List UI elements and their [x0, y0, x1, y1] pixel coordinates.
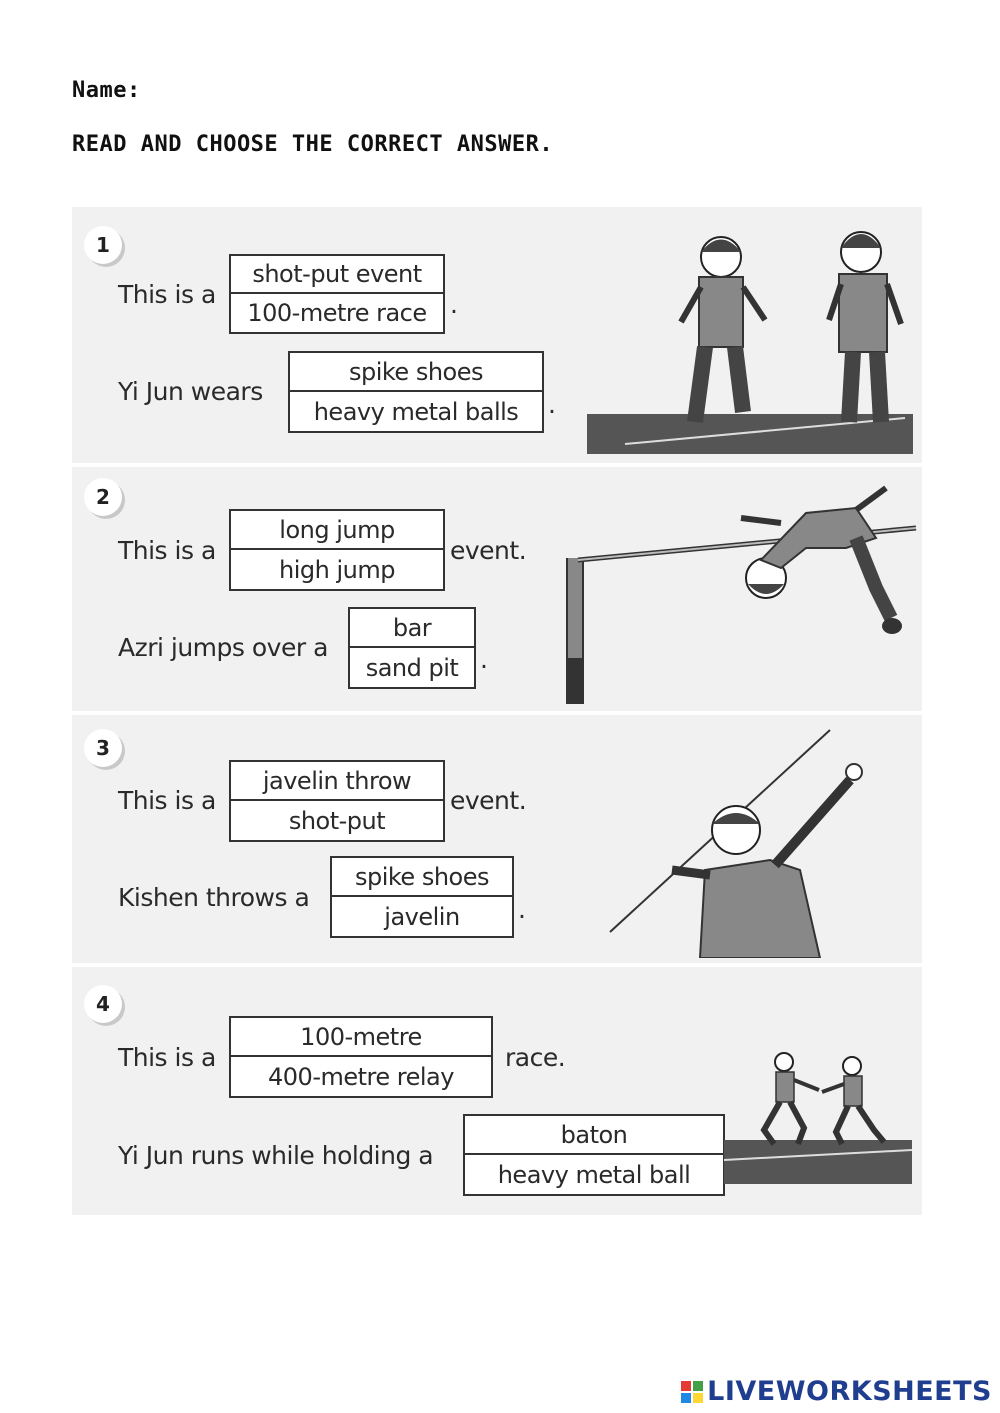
question-number: 2	[84, 478, 122, 516]
q1-sentence2-prefix: Yi Jun wears	[118, 377, 263, 406]
answer-option[interactable]: javelin throw	[231, 762, 443, 801]
q2-sentence1-suffix: event.	[450, 536, 527, 565]
question-number: 3	[84, 729, 122, 767]
answer-option[interactable]: baton	[465, 1116, 723, 1155]
q1-sentence1-suffix: .	[450, 290, 458, 319]
answer-option[interactable]: bar	[350, 609, 474, 648]
answer-option[interactable]: shot-put event	[231, 256, 443, 294]
section-divider	[72, 463, 922, 467]
answer-option[interactable]: heavy metal balls	[313, 397, 519, 426]
answer-option[interactable]: heavy metal ball	[497, 1160, 691, 1189]
q1-sentence2-suffix: .	[548, 390, 556, 419]
q2-sentence1-prefix: This is a	[118, 536, 216, 565]
answer-option[interactable]: high jump	[279, 555, 395, 584]
answer-option[interactable]: sand pit	[365, 653, 459, 682]
answer-option[interactable]: spike shoes	[332, 858, 512, 897]
q2-choice-box-1: long jump high jump	[229, 509, 445, 591]
q3-choice-box-1: javelin throw shot-put	[229, 760, 445, 842]
question-number: 4	[84, 985, 122, 1023]
section-divider	[72, 711, 922, 715]
q3-sentence1-suffix: event.	[450, 786, 527, 815]
answer-option[interactable]: long jump	[231, 511, 443, 550]
javelin-illustration	[609, 729, 863, 958]
answer-option[interactable]: spike shoes	[290, 353, 542, 392]
q4-choice-box-2: baton heavy metal ball	[463, 1114, 725, 1196]
instruction-heading: READ AND CHOOSE THE CORRECT ANSWER.	[72, 132, 554, 157]
q3-sentence2-suffix: .	[518, 895, 526, 924]
brand-name: LIVEWORKSHEETS	[707, 1376, 992, 1407]
liveworksheets-logo-icon	[681, 1380, 704, 1403]
q2-sentence2-prefix: Azri jumps over a	[118, 633, 328, 662]
q4-sentence1-prefix: This is a	[118, 1043, 216, 1072]
high-jump-illustration	[566, 485, 917, 704]
q3-sentence1-prefix: This is a	[118, 786, 216, 815]
name-label: Name:	[72, 78, 141, 103]
relay-illustration	[724, 1052, 912, 1184]
answer-option[interactable]: 400-metre relay	[268, 1062, 454, 1091]
answer-option[interactable]: shot-put	[288, 806, 386, 835]
q4-sentence2-prefix: Yi Jun runs while holding a	[118, 1141, 434, 1170]
question-number: 1	[84, 226, 122, 264]
liveworksheets-brand[interactable]: LIVEWORKSHEETS	[681, 1376, 992, 1407]
q1-choice-box-1: shot-put event 100-metre race	[229, 254, 445, 334]
q1-sentence1-prefix: This is a	[118, 280, 216, 309]
q1-choice-box-2: spike shoes heavy metal balls	[288, 351, 544, 433]
q4-choice-box-1: 100-metre 400-metre relay	[229, 1016, 493, 1098]
runners-illustration	[587, 231, 913, 454]
q2-choice-box-2: bar sand pit	[348, 607, 476, 689]
section-divider	[72, 963, 922, 967]
answer-option[interactable]: javelin	[384, 902, 460, 931]
q2-sentence2-suffix: .	[480, 645, 488, 674]
q3-choice-box-2: spike shoes javelin	[330, 856, 514, 938]
answer-option[interactable]: 100-metre race	[247, 299, 427, 327]
q3-sentence2-prefix: Kishen throws a	[118, 883, 310, 912]
answer-option[interactable]: 100-metre	[231, 1018, 491, 1057]
q4-sentence1-suffix: race.	[505, 1043, 566, 1072]
